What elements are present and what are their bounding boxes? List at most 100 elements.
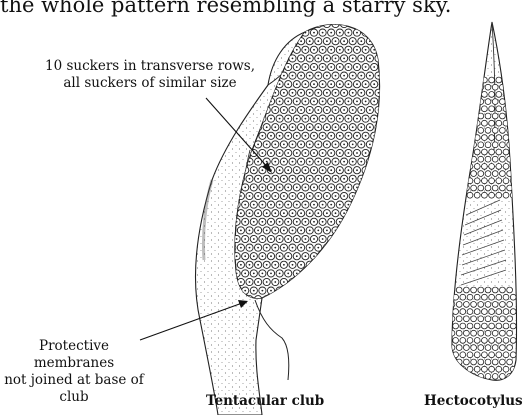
- sucker-center: [330, 66, 332, 68]
- sucker-ring: [237, 106, 244, 113]
- sucker-ring: [471, 330, 477, 336]
- sucker-ring: [456, 359, 462, 365]
- sucker-center: [300, 264, 302, 266]
- sucker-center: [378, 298, 380, 300]
- sucker-ring: [500, 185, 506, 191]
- sucker-center: [330, 135, 332, 137]
- sucker-ring: [272, 38, 279, 45]
- sucker-center: [378, 264, 380, 266]
- sucker-ring: [507, 113, 513, 119]
- sucker-center: [305, 307, 307, 309]
- sucker-center: [262, 135, 264, 137]
- sucker-center: [253, 238, 255, 240]
- sucker-ring: [349, 296, 356, 303]
- sucker-center: [356, 169, 358, 171]
- sucker-ring: [460, 294, 466, 300]
- sucker-ring: [362, 218, 369, 225]
- sucker-ring: [492, 156, 498, 162]
- sucker-ring: [371, 253, 378, 260]
- sucker-ring: [336, 287, 343, 294]
- sucker-ring: [464, 127, 470, 133]
- sucker-center: [339, 66, 341, 68]
- sucker-ring: [500, 113, 506, 119]
- suckers-annotation-line2: all suckers of similar size: [0, 75, 300, 92]
- sucker-center: [292, 281, 294, 283]
- sucker-center: [348, 221, 350, 223]
- sucker-center: [378, 144, 380, 146]
- sucker-ring: [345, 270, 352, 277]
- sucker-ring: [379, 81, 386, 88]
- sucker-center: [335, 178, 337, 180]
- sucker-center: [330, 32, 332, 34]
- sucker-ring: [500, 142, 506, 148]
- sucker-ring: [362, 304, 369, 311]
- sucker-center: [382, 101, 384, 103]
- sucker-ring: [482, 352, 488, 358]
- sucker-ring: [482, 120, 488, 126]
- sucker-center: [339, 83, 341, 85]
- sucker-center: [296, 49, 298, 51]
- sucker-ring: [456, 345, 462, 351]
- sucker-center: [330, 152, 332, 154]
- sucker-ring: [384, 192, 391, 199]
- sucker-center: [257, 230, 259, 232]
- sucker-ring: [449, 302, 455, 308]
- sucker-ring: [489, 106, 495, 112]
- sucker-ring: [507, 316, 513, 322]
- sucker-ring: [496, 135, 502, 141]
- sucker-ring: [366, 261, 373, 268]
- sucker-ring: [460, 192, 466, 198]
- sucker-center: [270, 273, 272, 275]
- sucker-ring: [379, 218, 386, 225]
- sucker-center: [343, 58, 345, 60]
- sucker-center: [356, 204, 358, 206]
- sucker-center: [360, 126, 362, 128]
- sucker-center: [279, 169, 281, 171]
- sucker-ring: [474, 323, 480, 329]
- sucker-ring: [503, 120, 509, 126]
- sucker-ring: [482, 164, 488, 170]
- sucker-center: [274, 281, 276, 283]
- sucker-center: [257, 264, 259, 266]
- sucker-center: [348, 49, 350, 51]
- sucker-ring: [237, 38, 244, 45]
- sucker-ring: [503, 135, 509, 141]
- sucker-center: [326, 161, 328, 163]
- sucker-center: [300, 58, 302, 60]
- sucker-ring: [315, 278, 322, 285]
- sucker-center: [386, 247, 388, 249]
- sucker-center: [287, 238, 289, 240]
- sucker-center: [360, 195, 362, 197]
- sucker-ring: [464, 142, 470, 148]
- sucker-center: [313, 273, 315, 275]
- sucker-center: [343, 109, 345, 111]
- sucker-ring: [464, 185, 470, 191]
- sucker-ring: [496, 338, 502, 344]
- sucker-center: [300, 109, 302, 111]
- sucker-center: [244, 290, 246, 292]
- sucker-ring: [341, 261, 348, 268]
- sucker-ring: [503, 192, 509, 198]
- sucker-center: [365, 66, 367, 68]
- sucker-ring: [229, 38, 236, 45]
- sucker-center: [360, 230, 362, 232]
- sucker-center: [253, 32, 255, 34]
- sucker-center: [283, 92, 285, 94]
- sucker-ring: [341, 20, 348, 27]
- sucker-center: [352, 126, 354, 128]
- sucker-center: [240, 281, 242, 283]
- sucker-ring: [456, 142, 462, 148]
- sucker-ring: [242, 29, 249, 36]
- sucker-center: [339, 238, 341, 240]
- sucker-center: [317, 264, 319, 266]
- sucker-center: [300, 281, 302, 283]
- sucker-center: [257, 23, 259, 25]
- sucker-center: [378, 161, 380, 163]
- sucker-ring: [456, 84, 462, 90]
- sucker-center: [352, 109, 354, 111]
- sucker-center: [279, 118, 281, 120]
- sucker-ring: [263, 296, 270, 303]
- sucker-center: [262, 307, 264, 309]
- sucker-center: [244, 187, 246, 189]
- sucker-center: [365, 187, 367, 189]
